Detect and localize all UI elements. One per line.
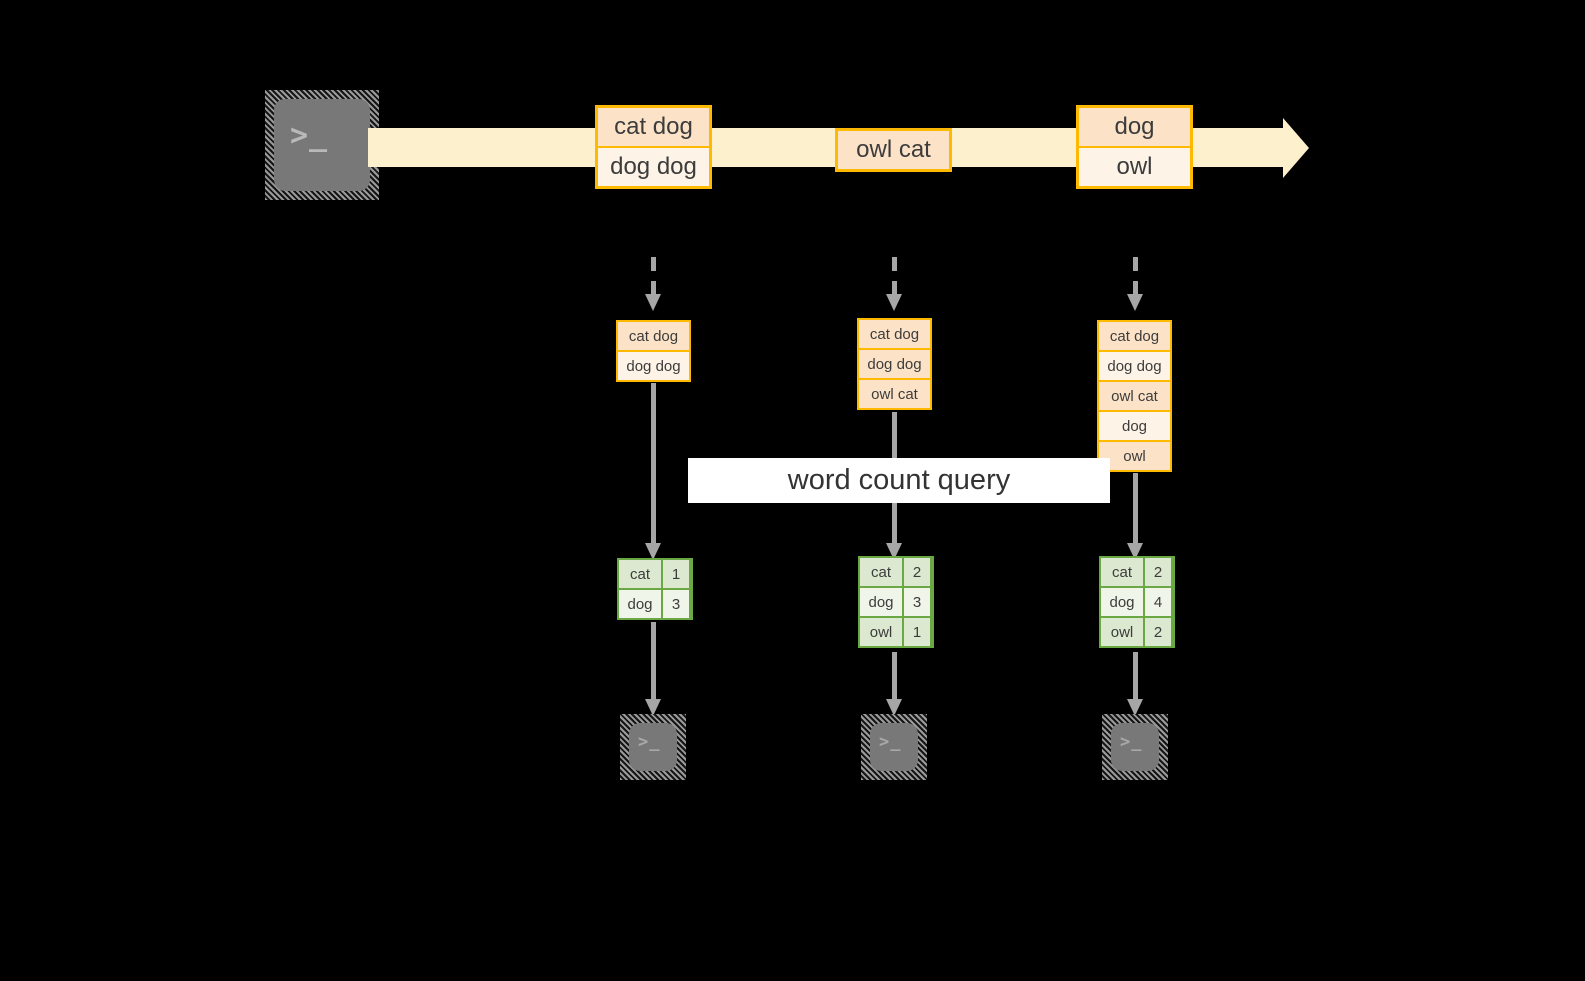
arrow-line (1133, 473, 1138, 544)
stream-record: dog (1079, 108, 1190, 146)
stream-record: owl (1079, 148, 1190, 186)
snapshot-table-2: cat dog dog dog owl cat (857, 318, 932, 410)
snapshot-record: owl (1099, 442, 1170, 470)
arrowhead-icon (645, 294, 661, 311)
arrow-line (1133, 257, 1138, 295)
arrowhead-icon (645, 699, 661, 716)
result-row: dog 4 (1101, 588, 1173, 616)
result-count: 1 (663, 560, 689, 588)
stream-record: dog dog (598, 148, 709, 186)
stream-arrowhead-icon (1283, 118, 1309, 178)
sink-terminal-icon-1: >_ (620, 714, 686, 780)
result-word: dog (1101, 588, 1143, 616)
result-word: dog (860, 588, 902, 616)
source-terminal-icon: >_ (265, 90, 379, 200)
result-row: cat 2 (1101, 558, 1173, 586)
sink-terminal-icon-2: >_ (861, 714, 927, 780)
snapshot-record: cat dog (1099, 322, 1170, 350)
terminal-screen: >_ (629, 723, 677, 771)
result-table-3: cat 2 dog 4 owl 2 (1099, 556, 1175, 648)
result-word: owl (1101, 618, 1143, 646)
terminal-prompt-icon: >_ (638, 732, 661, 752)
result-count: 3 (663, 590, 689, 618)
result-row: owl 2 (1101, 618, 1173, 646)
terminal-screen: >_ (1111, 723, 1159, 771)
result-word: owl (860, 618, 902, 646)
stream-record: owl cat (838, 131, 949, 169)
arrow-line (651, 622, 656, 700)
snapshot-table-3: cat dog dog dog owl cat dog owl (1097, 320, 1172, 472)
arrowhead-icon (886, 294, 902, 311)
arrowhead-icon (886, 543, 902, 560)
terminal-prompt-icon: >_ (290, 118, 329, 153)
arrowhead-icon (1127, 543, 1143, 560)
terminal-prompt-icon: >_ (1120, 732, 1143, 752)
query-label: word count query (688, 458, 1110, 503)
arrow-line (1133, 652, 1138, 700)
snapshot-record: dog dog (618, 352, 689, 380)
arrow-line (651, 257, 656, 295)
result-word: dog (619, 590, 661, 618)
terminal-screen: >_ (870, 723, 918, 771)
arrowhead-icon (1127, 699, 1143, 716)
arrow-line (651, 383, 656, 544)
arrow-line (892, 652, 897, 700)
sink-terminal-icon-3: >_ (1102, 714, 1168, 780)
result-row: cat 2 (860, 558, 932, 586)
result-row: dog 3 (860, 588, 932, 616)
result-count: 2 (1145, 558, 1171, 586)
result-count: 1 (904, 618, 930, 646)
stream-record-group-2: owl cat (835, 128, 952, 172)
arrowhead-icon (645, 543, 661, 560)
snapshot-record: cat dog (618, 322, 689, 350)
result-row: dog 3 (619, 590, 691, 618)
result-count: 2 (1145, 618, 1171, 646)
arrowhead-icon (1127, 294, 1143, 311)
snapshot-record: dog dog (859, 350, 930, 378)
arrowhead-icon (886, 699, 902, 716)
stream-record-group-1: cat dog dog dog (595, 105, 712, 189)
result-count: 2 (904, 558, 930, 586)
arrow-line (892, 257, 897, 295)
snapshot-record: dog dog (1099, 352, 1170, 380)
stream-record: cat dog (598, 108, 709, 146)
terminal-screen: >_ (274, 99, 370, 191)
result-count: 4 (1145, 588, 1171, 616)
stream-record-group-3: dog owl (1076, 105, 1193, 189)
result-table-2: cat 2 dog 3 owl 1 (858, 556, 934, 648)
result-count: 3 (904, 588, 930, 616)
result-word: cat (1101, 558, 1143, 586)
result-word: cat (860, 558, 902, 586)
result-table-1: cat 1 dog 3 (617, 558, 693, 620)
terminal-prompt-icon: >_ (879, 732, 902, 752)
snapshot-record: cat dog (859, 320, 930, 348)
snapshot-record: owl cat (1099, 382, 1170, 410)
result-row: cat 1 (619, 560, 691, 588)
snapshot-record: dog (1099, 412, 1170, 440)
snapshot-table-1: cat dog dog dog (616, 320, 691, 382)
snapshot-record: owl cat (859, 380, 930, 408)
result-word: cat (619, 560, 661, 588)
result-row: owl 1 (860, 618, 932, 646)
